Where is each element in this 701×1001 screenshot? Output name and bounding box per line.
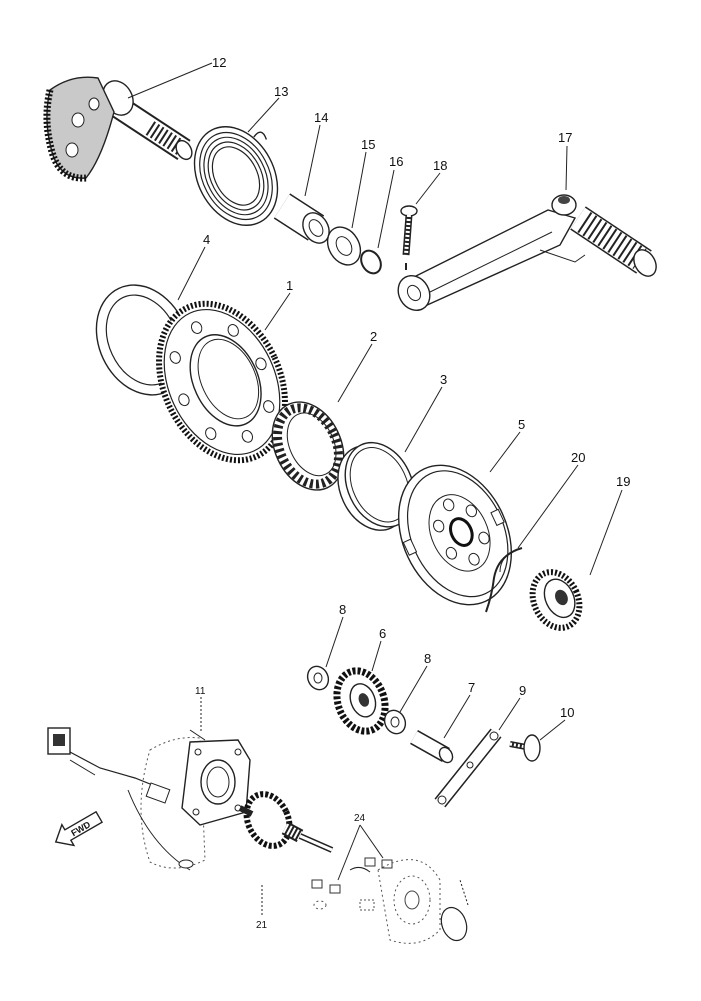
ring-3 — [337, 441, 415, 531]
circlip-16 — [360, 249, 382, 275]
gear-6 — [333, 667, 389, 735]
lever-9 — [434, 728, 502, 808]
callout-10: 10 — [560, 705, 574, 720]
callout-24: 24 — [354, 813, 366, 824]
callout-5: 5 — [518, 417, 525, 432]
callout-2: 2 — [370, 329, 377, 344]
forward-arrow: FWD — [54, 810, 104, 847]
starter-motor — [47, 727, 251, 871]
needle-bearing-2 — [271, 401, 345, 491]
callout-1: 1 — [286, 278, 293, 293]
washer-8-left — [306, 665, 330, 691]
callout-18: 18 — [433, 158, 447, 173]
callout-12: 12 — [212, 55, 226, 70]
callout-11: 11 — [195, 686, 206, 697]
washer-8-right — [383, 709, 407, 735]
kick-spring — [193, 126, 279, 226]
small-gear-19 — [529, 569, 583, 631]
callouts: 12 13 14 15 16 18 17 4 1 2 3 5 20 19 8 6… — [195, 55, 630, 931]
callout-17: 17 — [558, 130, 572, 145]
brush-set — [311, 857, 393, 910]
callout-4: 4 — [203, 232, 210, 247]
large-gear-1 — [156, 300, 288, 464]
callout-6: 6 — [379, 626, 386, 641]
end-cover — [359, 859, 441, 944]
bushing — [273, 193, 330, 244]
kick-lever — [397, 194, 657, 311]
washer-15 — [326, 226, 362, 266]
callout-15: 15 — [361, 137, 375, 152]
bolt-10 — [509, 734, 541, 762]
callout-19: 19 — [616, 474, 630, 489]
bolt-18 — [400, 205, 418, 270]
callout-8-right: 8 — [424, 651, 431, 666]
callout-3: 3 — [440, 372, 447, 387]
callout-16: 16 — [389, 154, 403, 169]
o-ring — [440, 906, 468, 942]
kick-shaft-gear-sector — [43, 76, 193, 182]
callout-7: 7 — [468, 680, 475, 695]
callout-9: 9 — [519, 683, 526, 698]
callout-20: 20 — [571, 450, 585, 465]
pin-7 — [410, 730, 454, 764]
armature — [238, 791, 334, 853]
plate-5 — [397, 464, 513, 606]
callout-13: 13 — [274, 84, 288, 99]
callout-8-left: 8 — [339, 602, 346, 617]
leader-lines — [127, 62, 623, 915]
callout-21: 21 — [256, 920, 268, 931]
clip-20 — [485, 547, 523, 613]
callout-14: 14 — [314, 110, 328, 125]
